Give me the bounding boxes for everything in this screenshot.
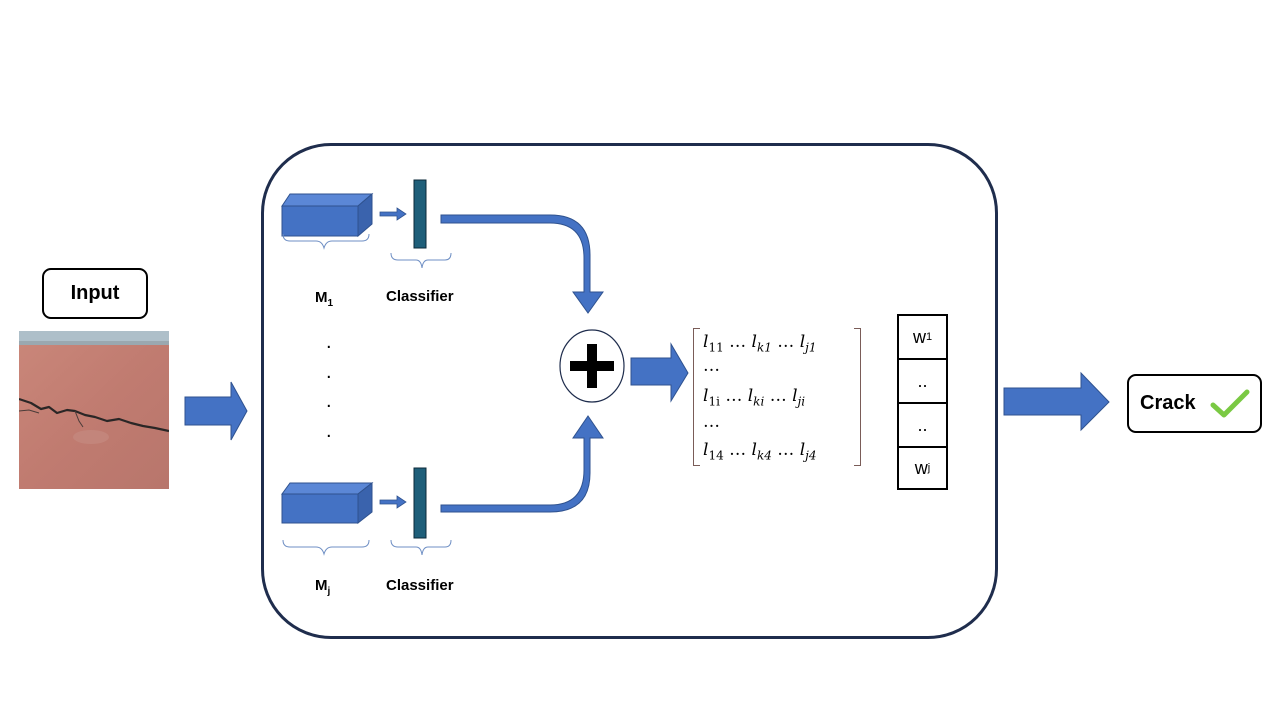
weight-cell-3: .. [897,402,948,446]
classifier-label-top: Classifier [386,288,454,305]
model-brace-bottom [282,539,370,556]
model-label-bottom: Mj [315,577,331,597]
classifier-label-bottom: Classifier [386,577,454,594]
matrix-row-3: l14 … lk4 … lj4 [703,440,817,463]
curved-arrow-top [440,214,604,314]
classifier-brace-top [390,252,452,269]
logit-matrix: l11 … lk1 … lj1 … l1i … lki … lji … l14 … [693,328,861,466]
classifier-brace-bottom [390,539,452,556]
matrix-row-1: l11 … lk1 … lj1 [703,332,817,355]
matrix-row-2: l1i … lki … lji [703,386,806,409]
curved-arrow-bottom [440,415,604,513]
input-label: Input [42,268,148,319]
model-block-bottom [281,481,374,525]
model-to-classifier-arrow-top [379,207,407,221]
weight-cell-2: .. [897,358,948,402]
matrix-right-bracket [854,328,861,466]
checkmark-icon [1210,389,1250,417]
output-label-text: Crack [1140,392,1196,414]
input-arrow [184,381,248,441]
output-arrow [1003,371,1110,432]
model-block-top [281,192,374,238]
input-label-text: Input [70,282,120,304]
crack-photo [19,331,169,489]
sum-to-matrix-arrow [630,342,689,403]
output-label: Crack [1127,374,1262,433]
matrix-ellipsis-row-2: … [703,412,720,432]
ensemble-frame [261,143,998,639]
classifier-bar-bottom [413,467,427,539]
classifier-bar-top [413,179,427,249]
model-label-top: M1 [315,289,334,309]
matrix-left-bracket [693,328,700,466]
matrix-ellipsis-row-1: … [703,356,720,376]
model-to-classifier-arrow-bottom [379,495,407,509]
vertical-ellipsis: . . . . [326,331,332,442]
model-brace-top [282,233,370,250]
sum-operator [559,329,625,403]
